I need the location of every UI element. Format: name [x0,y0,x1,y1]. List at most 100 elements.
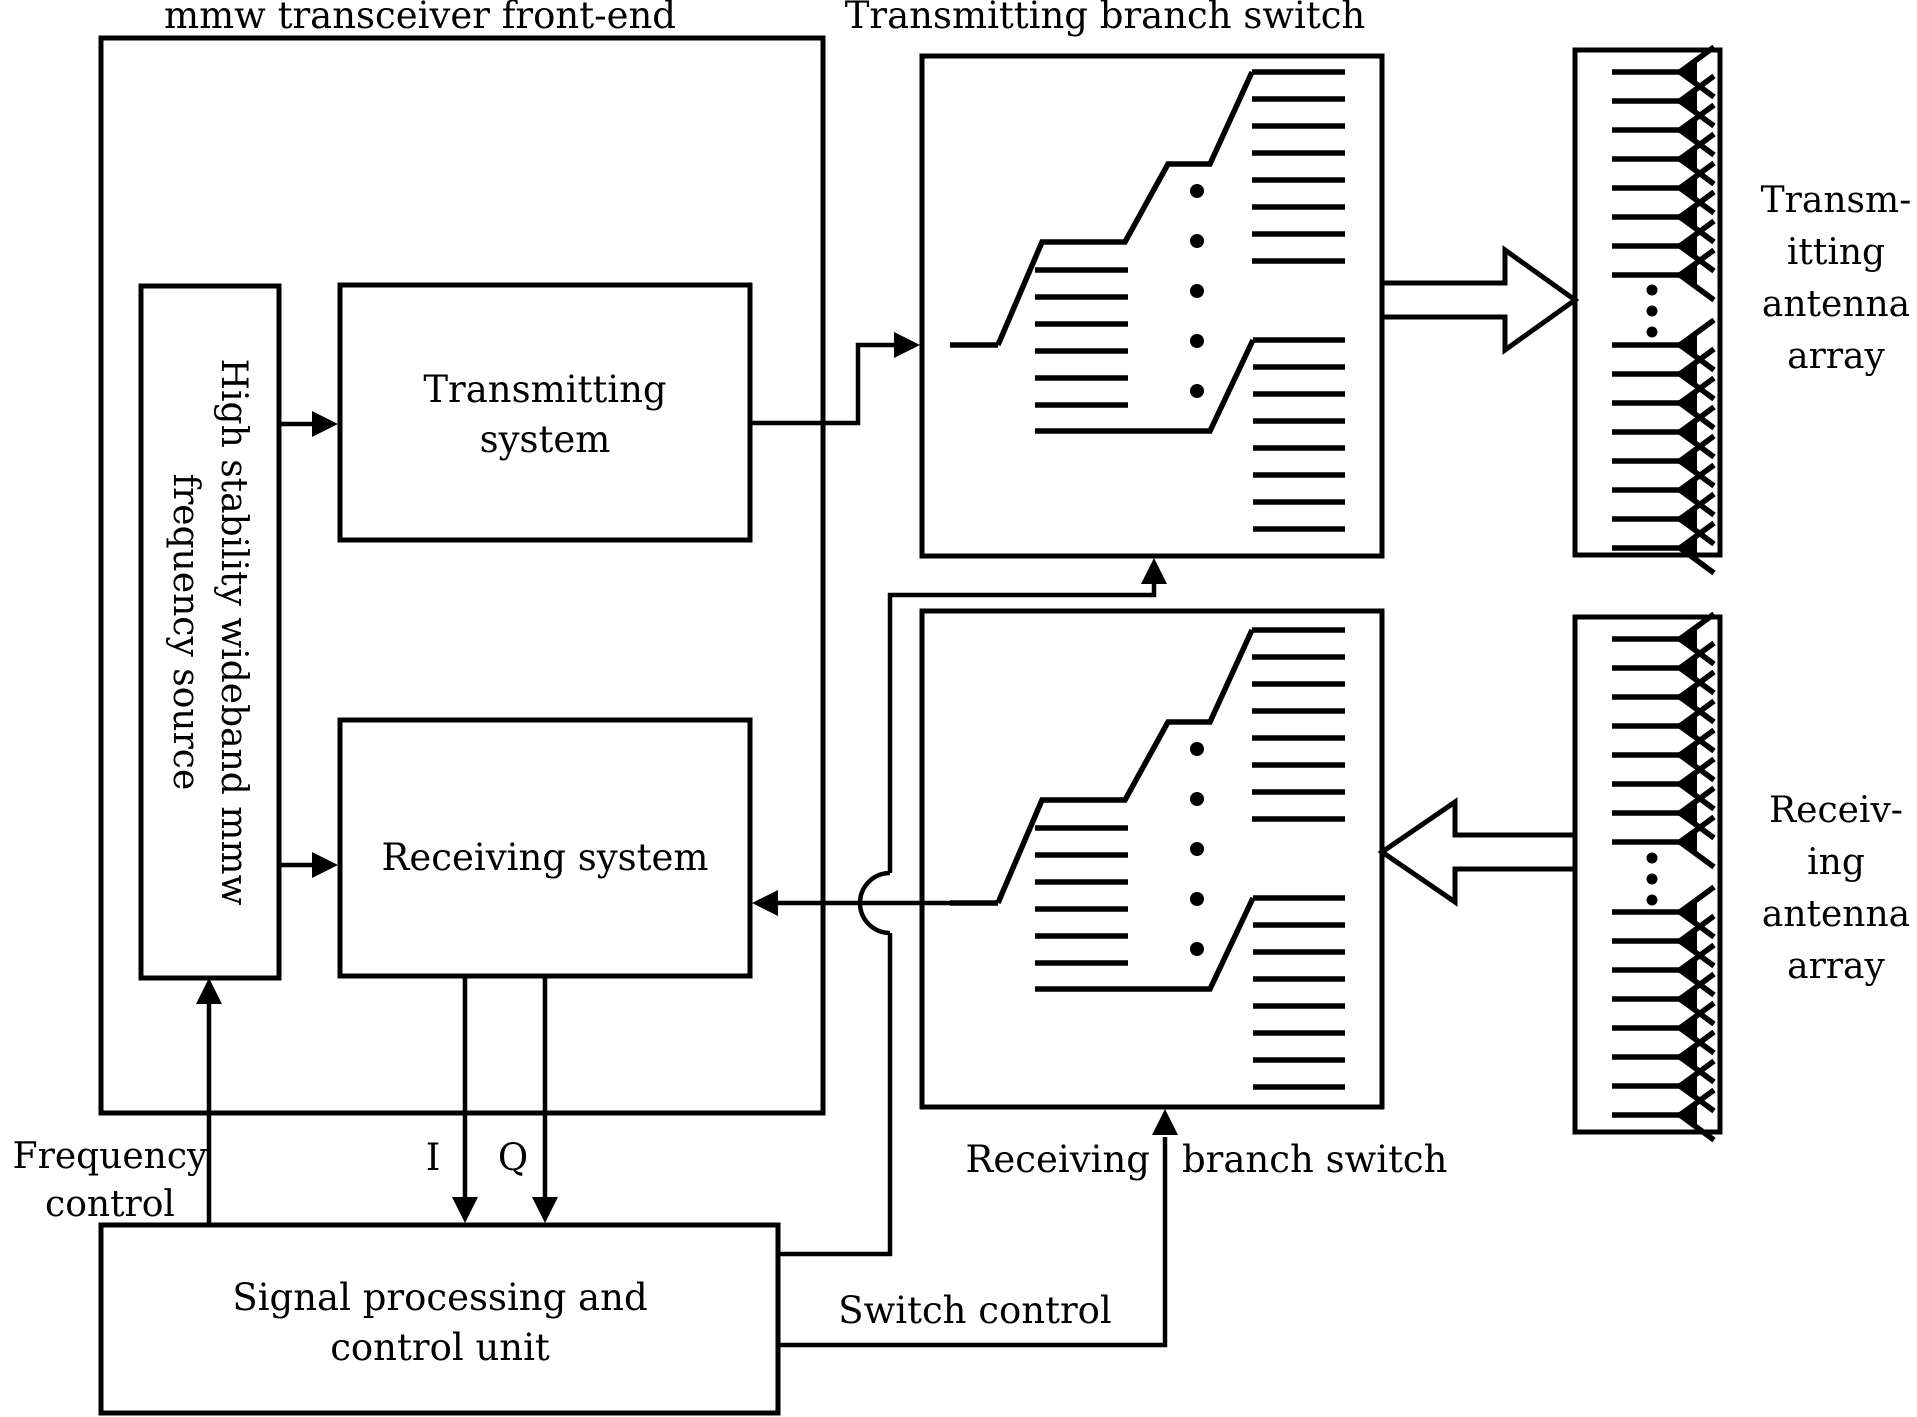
wire-tx-switch-control-lower [778,933,893,1257]
rx-feed-big-arrow-icon [1377,797,1578,907]
rx-branch-switch-title-part2: branch switch [1182,1138,1448,1181]
tx-system-label-line2: system [480,418,611,461]
antenna-horn-icon [1678,160,1716,216]
signal-unit-label-line1: Signal processing and [232,1276,647,1319]
antenna-horn-icon [1678,491,1716,547]
frequency-source-label-line2: frequency source [165,474,206,791]
switch-ellipsis-dot [1190,284,1204,298]
switch-ellipsis-dot [1190,942,1204,956]
rx-antenna-array-box [1572,614,1723,1135]
switch-ellipsis-dot [1190,792,1204,806]
frequency-source-label-group: High stability wideband mmw frequency so… [165,359,254,906]
antenna-ellipsis-dot [1646,894,1658,906]
arrowhead-tx-to-switch-icon [894,332,920,358]
front-end-outer-box [98,35,826,1116]
arrowhead-tx-switch-control-icon [1141,558,1167,584]
antenna-horn-icon [1678,698,1716,754]
antenna-horn-icon [1678,189,1716,245]
rx-antenna-label-line2: ing [1807,842,1865,883]
switch-ellipsis-dot [1190,334,1204,348]
tx-feed-big-arrow-icon [1379,245,1580,355]
antenna-horn-icon [1678,433,1716,489]
antenna-horn-icon [1678,942,1716,998]
q-label: Q [498,1136,528,1179]
tx-switch-symbol [950,69,1345,532]
signal-processing-box [98,1222,781,1416]
tx-antenna-array-label: Transm- itting antenna array [1761,180,1912,377]
antenna-horn-icon [1678,971,1716,1027]
switch-ellipsis-dot [1190,184,1204,198]
transmitting-system-box [337,282,753,543]
antenna-horn-icon [1678,814,1716,870]
arrowhead-freq-to-rx-icon [312,852,338,878]
antenna-horn-icon [1678,218,1716,274]
antenna-ellipsis-dot [1646,852,1658,864]
antenna-horn-icon [1678,346,1716,402]
wire-tx-switch-control-upper [887,584,1157,873]
antenna-horn-icon [1678,102,1716,158]
frequency-control-label-line1: Frequency [13,1136,208,1177]
antenna-horn-icon [1678,73,1716,129]
antenna-horn-icon [1678,1029,1716,1085]
antenna-horn-icon [1678,884,1716,940]
antenna-horn-icon [1678,520,1716,576]
arrowhead-i-output-icon [452,1197,478,1223]
switch-ellipsis-dot [1190,842,1204,856]
front-end-title: mmw transceiver front-end [164,0,676,37]
antenna-horn-icon [1678,247,1716,303]
switch-ellipsis-dot [1190,892,1204,906]
switch-arm-line [995,70,1255,347]
antenna-horn-icon [1678,44,1716,100]
rx-antenna-label-line3: antenna [1762,894,1910,935]
rx-branch-switch-box [919,608,1385,1110]
arrowhead-q-output-icon [532,1197,558,1223]
antenna-horn-icon [1678,462,1716,518]
frequency-source-box [138,283,282,981]
antenna-ellipsis-dot [1646,284,1658,296]
wire-rx-switch-control [778,1137,1168,1348]
antenna-horn-icon [1678,913,1716,969]
frequency-source-label-line1: High stability wideband mmw [213,359,254,906]
antenna-horn-icon [1678,1000,1716,1056]
frequency-control-label-line2: control [45,1184,175,1225]
rx-antenna-elements [1612,611,1716,1143]
tx-system-label-line1: Transmitting [423,368,666,411]
antenna-horn-icon [1678,727,1716,783]
tx-branch-switch-title: Transmitting branch switch [845,0,1366,37]
switch-ellipsis-dot [1190,384,1204,398]
antenna-horn-icon [1678,640,1716,696]
tx-antenna-label-line2: itting [1787,232,1885,273]
antenna-ellipsis-dot [1646,326,1658,338]
tx-antenna-label-line1: Transm- [1761,180,1912,221]
antenna-ellipsis-dot [1646,305,1658,317]
wire-crossover-hop [857,870,891,936]
arrowhead-switch-to-rx-icon [752,890,778,916]
antenna-horn-icon [1678,785,1716,841]
rx-branch-switch-title-part1: Receiving [966,1138,1150,1181]
switch-control-label: Switch control [838,1289,1112,1332]
rx-antenna-array-label: Receiv- ing antenna array [1762,790,1910,987]
arrowhead-rx-switch-control-icon [1152,1109,1178,1135]
switch-arm-line [995,628,1255,905]
switch-lower-arm-line [1035,896,1256,992]
tx-branch-switch-box [919,53,1385,559]
rx-system-label: Receiving system [382,836,709,879]
antenna-horn-icon [1678,317,1716,373]
antenna-horn-icon [1678,375,1716,431]
arrowhead-freq-to-tx-icon [312,411,338,437]
arrowhead-frequency-control-icon [196,978,222,1004]
switch-ellipsis-dot [1190,234,1204,248]
rx-switch-symbol [950,627,1345,1090]
tx-antenna-label-line3: antenna [1762,284,1910,325]
wire-tx-to-switch [750,342,900,426]
tx-antenna-elements [1612,44,1716,576]
switch-ellipsis-dot [1190,742,1204,756]
antenna-ellipsis-dot [1646,873,1658,885]
antenna-horn-icon [1678,131,1716,187]
antenna-horn-icon [1678,611,1716,667]
i-label: I [426,1136,441,1179]
signal-unit-label-line2: control unit [330,1326,550,1369]
switch-lower-arm-line [1035,338,1256,434]
